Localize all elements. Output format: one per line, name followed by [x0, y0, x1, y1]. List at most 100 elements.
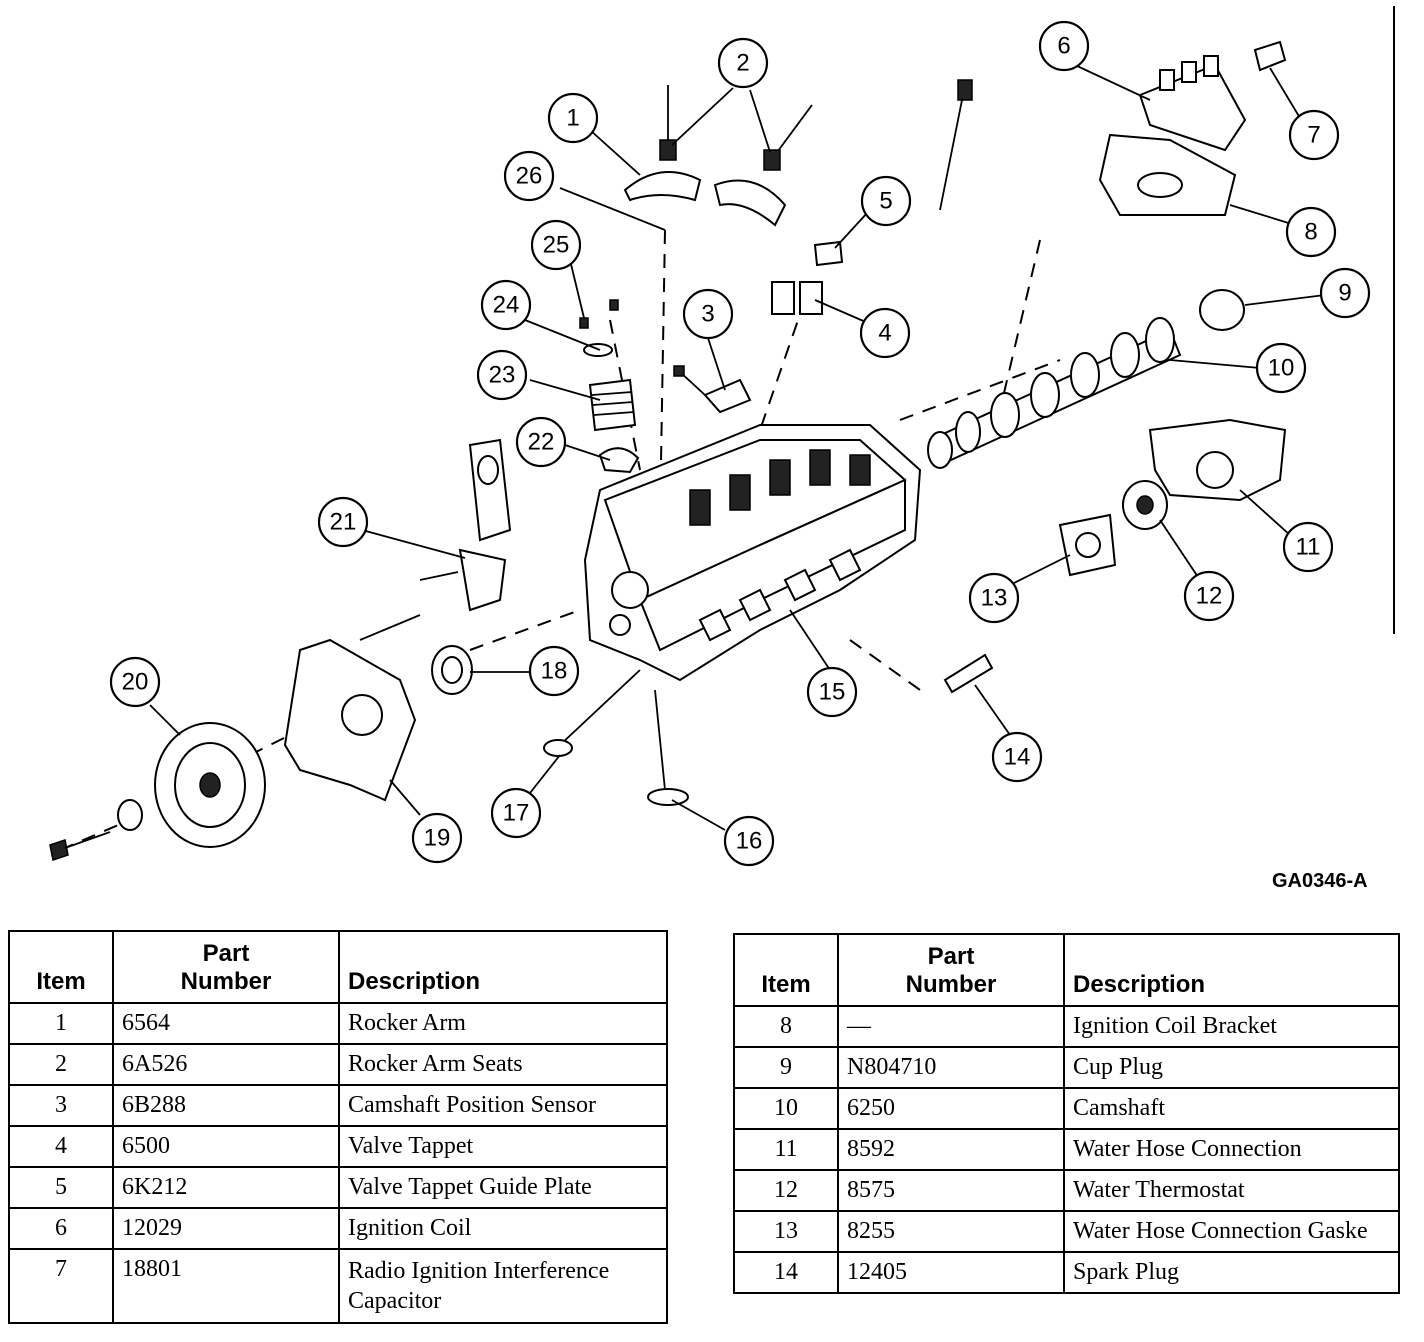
svg-text:25: 25 — [543, 232, 570, 259]
engine-lifting-eye-part — [468, 438, 512, 542]
part-number-cell: 6500 — [112, 1125, 340, 1168]
item-cell: 4 — [8, 1125, 114, 1168]
spark-plug-part — [943, 653, 994, 694]
callout-16: 16 — [723, 815, 775, 867]
callout-9: 9 — [1319, 267, 1371, 319]
svg-text:18: 18 — [541, 658, 568, 685]
description-cell: Ignition Coil Bracket — [1063, 1005, 1400, 1048]
part-number-header-line2: Number — [180, 968, 272, 995]
callout-20: 20 — [109, 656, 161, 708]
part-number-header-line1: Part — [927, 943, 975, 970]
description-cell: Ignition Coil — [338, 1207, 668, 1250]
part-number-cell: N804710 — [837, 1046, 1065, 1089]
svg-text:3: 3 — [701, 301, 714, 328]
callout-22: 22 — [515, 416, 567, 468]
callout-7: 7 — [1288, 109, 1340, 161]
svg-text:14: 14 — [1004, 744, 1031, 771]
item-cell: 14 — [733, 1251, 839, 1294]
description-cell: Water Hose Connection — [1063, 1128, 1400, 1171]
svg-text:10: 10 — [1268, 355, 1295, 382]
item-cell: 5 — [8, 1166, 114, 1209]
item-column-header: Item — [8, 930, 114, 1004]
description-column-header: Description — [338, 930, 668, 1004]
item-cell: 9 — [733, 1046, 839, 1089]
description-cell: Cup Plug — [1063, 1046, 1400, 1089]
callout-17: 17 — [490, 787, 542, 839]
svg-text:7: 7 — [1307, 122, 1320, 149]
sprocket-bolt-part — [49, 831, 111, 861]
figure-code: GA0346-A — [1272, 870, 1368, 892]
camshaft-position-sensor-part — [673, 365, 752, 414]
part-number-cell: — — [837, 1005, 1065, 1048]
capacitor-part — [1253, 40, 1287, 72]
callout-15: 15 — [806, 666, 858, 718]
callout-23: 23 — [476, 349, 528, 401]
border-rule — [1393, 6, 1395, 634]
valve-spring-part — [579, 299, 640, 474]
callout-4: 4 — [859, 307, 911, 359]
callout-14: 14 — [991, 731, 1043, 783]
callout-8: 8 — [1285, 206, 1337, 258]
description-cell: Water Thermostat — [1063, 1169, 1400, 1212]
svg-text:21: 21 — [330, 509, 357, 536]
valve-tappet-part — [771, 240, 844, 315]
description-cell: Spark Plug — [1063, 1251, 1400, 1294]
callout-18: 18 — [528, 645, 580, 697]
callout-24: 24 — [480, 279, 532, 331]
description-cell: Rocker Arm — [338, 1002, 668, 1045]
callout-26: 26 — [503, 150, 555, 202]
svg-text:12: 12 — [1196, 583, 1223, 610]
part-number-cell: 6K212 — [112, 1166, 340, 1209]
callout-2: 2 — [717, 37, 769, 89]
item-cell: 10 — [733, 1087, 839, 1130]
part-number-cell: 8255 — [837, 1210, 1065, 1253]
ignition-coil-bracket-part — [1098, 133, 1237, 216]
ignition-coil-part — [1138, 55, 1247, 152]
intake-valve-part — [543, 669, 641, 757]
callout-5: 5 — [860, 175, 912, 227]
svg-text:9: 9 — [1338, 280, 1351, 307]
description-cell: Camshaft Position Sensor — [338, 1084, 668, 1127]
item-cell: 6 — [8, 1207, 114, 1250]
svg-text:13: 13 — [981, 585, 1008, 612]
part-number-cell: 18801 — [112, 1248, 340, 1324]
part-number-cell: 6250 — [837, 1087, 1065, 1130]
svg-text:19: 19 — [424, 825, 451, 852]
leader-lines — [149, 64, 1326, 831]
svg-text:20: 20 — [122, 669, 149, 696]
part-number-cell: 8575 — [837, 1169, 1065, 1212]
bracket-part — [419, 548, 507, 612]
svg-text:15: 15 — [819, 679, 846, 706]
item-column-header: Item — [733, 933, 839, 1007]
item-cell: 11 — [733, 1128, 839, 1171]
svg-text:23: 23 — [489, 362, 516, 389]
camshaft-seal-part — [431, 645, 473, 695]
exploded-view-diagram: 1 2 3 4 5 6 7 8 9 10 11 12 13 14 15 16 1… — [49, 20, 1371, 867]
svg-text:22: 22 — [528, 429, 555, 456]
svg-text:8: 8 — [1304, 219, 1317, 246]
description-cell: Radio Ignition Interference Capacitor — [338, 1248, 668, 1324]
part-number-cell: 6A526 — [112, 1043, 340, 1086]
part-number-cell: 6564 — [112, 1002, 340, 1045]
description-column-header: Description — [1063, 933, 1400, 1007]
part-number-cell: 8592 — [837, 1128, 1065, 1171]
callout-13: 13 — [968, 572, 1020, 624]
svg-text:6: 6 — [1057, 33, 1070, 60]
item-cell: 8 — [733, 1005, 839, 1048]
item-cell: 1 — [8, 1002, 114, 1045]
callout-11: 11 — [1282, 521, 1334, 573]
callout-21: 21 — [317, 496, 369, 548]
svg-text:5: 5 — [879, 188, 892, 215]
